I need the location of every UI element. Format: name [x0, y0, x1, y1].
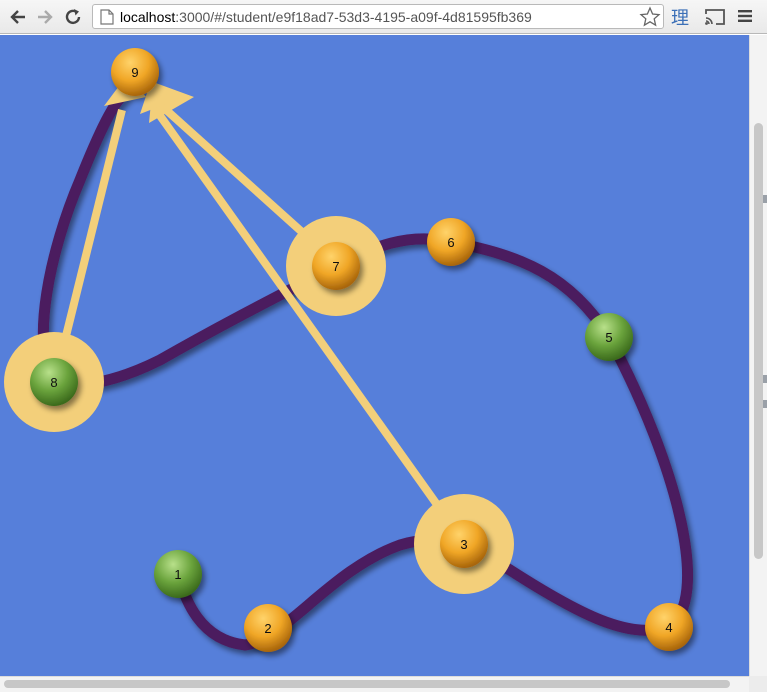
cast-icon[interactable] — [704, 7, 726, 27]
edge-marker — [763, 400, 767, 408]
vertical-scroll-thumb[interactable] — [754, 123, 763, 559]
node-label: 6 — [447, 235, 454, 250]
arrow-3-to-9 — [140, 84, 442, 509]
url-host: localhost — [120, 9, 176, 25]
node-3[interactable]: 3 — [440, 520, 488, 568]
node-label: 7 — [332, 259, 339, 274]
bookmark-star-icon[interactable] — [639, 6, 661, 28]
page-icon — [100, 9, 114, 25]
edge-marker — [763, 375, 767, 383]
node-label: 3 — [460, 537, 467, 552]
graph-svg: 1 2 3 4 5 6 7 — [4, 48, 694, 652]
url-path: :3000/#/student/e9f18ad7-53d3-4195-a09f-… — [175, 9, 532, 25]
node-4[interactable]: 4 — [645, 603, 693, 651]
node-5[interactable]: 5 — [585, 313, 633, 361]
horizontal-scroll-thumb[interactable] — [4, 680, 730, 688]
reload-icon[interactable] — [61, 5, 85, 29]
node-9[interactable]: 9 — [111, 48, 159, 96]
menu-icon[interactable] — [738, 9, 752, 23]
browser-toolbar: localhost:3000/#/student/e9f18ad7-53d3-4… — [0, 0, 767, 34]
node-path — [37, 89, 694, 651]
address-bar[interactable]: localhost:3000/#/student/e9f18ad7-53d3-4… — [92, 4, 664, 29]
node-label: 1 — [174, 567, 181, 582]
nodes: 1 2 3 4 5 6 7 — [30, 48, 693, 652]
horizontal-scrollbar[interactable] — [0, 676, 749, 692]
node-1[interactable]: 1 — [154, 550, 202, 598]
edge-marker — [763, 195, 767, 203]
scrollbar-corner — [749, 676, 767, 692]
node-label: 8 — [50, 375, 57, 390]
extension-icon[interactable]: 理 — [671, 8, 689, 29]
node-6[interactable]: 6 — [427, 218, 475, 266]
forward-arrow-icon[interactable] — [33, 5, 57, 29]
node-7[interactable]: 7 — [312, 242, 360, 290]
node-8[interactable]: 8 — [30, 358, 78, 406]
graph-canvas[interactable]: 1 2 3 4 5 6 7 — [0, 35, 749, 676]
node-label: 5 — [605, 330, 612, 345]
back-arrow-icon[interactable] — [6, 5, 30, 29]
node-2[interactable]: 2 — [244, 604, 292, 652]
url-text[interactable]: localhost:3000/#/student/e9f18ad7-53d3-4… — [120, 9, 532, 25]
vertical-scrollbar[interactable] — [749, 35, 767, 676]
node-label: 4 — [665, 620, 672, 635]
node-label: 9 — [131, 65, 138, 80]
node-label: 2 — [264, 621, 271, 636]
arrows — [61, 74, 442, 509]
